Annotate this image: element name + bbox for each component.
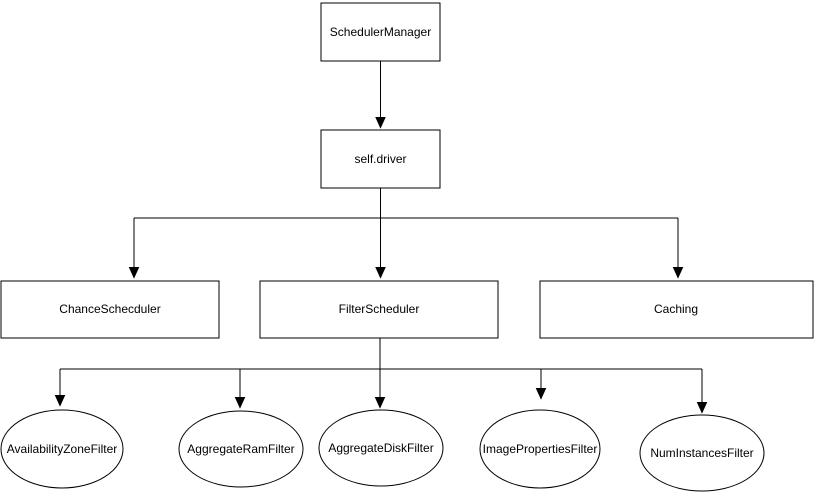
node-scheduler-manager-label: SchedulerManager bbox=[330, 25, 431, 39]
node-aggregate-disk-filter-ellipse bbox=[318, 409, 444, 487]
node-scheduler-manager: SchedulerManager bbox=[320, 2, 441, 62]
node-aggregate-disk-filter: AggregateDiskFilter bbox=[318, 409, 444, 487]
node-aggregate-ram-filter-label: AggregateRamFilter bbox=[187, 442, 294, 456]
node-image-properties-filter-ellipse bbox=[479, 409, 601, 489]
node-caching-label: Caching bbox=[654, 302, 698, 316]
node-caching: Caching bbox=[539, 280, 814, 339]
node-filter-scheduler-label: FilterScheduler bbox=[339, 302, 420, 316]
node-availability-zone-filter-label: AvailabilityZoneFilter bbox=[7, 442, 118, 456]
node-num-instances-filter: NumInstancesFilter bbox=[639, 414, 765, 492]
node-aggregate-ram-filter-ellipse bbox=[178, 410, 304, 488]
node-filter-scheduler-box bbox=[259, 280, 499, 339]
node-image-properties-filter: ImagePropertiesFilter bbox=[479, 409, 601, 489]
node-num-instances-filter-label: NumInstancesFilter bbox=[650, 446, 753, 460]
node-scheduler-manager-box bbox=[320, 2, 441, 62]
node-chance-scheduler: ChanceSchecduler bbox=[0, 280, 220, 339]
node-self-driver-box bbox=[320, 129, 441, 189]
node-availability-zone-filter: AvailabilityZoneFilter bbox=[0, 409, 124, 489]
node-caching-box bbox=[539, 280, 814, 339]
node-self-driver: self.driver bbox=[320, 129, 441, 189]
node-aggregate-disk-filter-label: AggregateDiskFilter bbox=[328, 441, 433, 455]
node-availability-zone-filter-ellipse bbox=[0, 409, 124, 489]
edge-group bbox=[60, 61, 702, 412]
node-num-instances-filter-ellipse bbox=[639, 414, 765, 492]
node-filter-scheduler: FilterScheduler bbox=[259, 280, 499, 339]
node-aggregate-ram-filter: AggregateRamFilter bbox=[178, 410, 304, 488]
node-chance-scheduler-label: ChanceSchecduler bbox=[59, 302, 160, 316]
node-self-driver-label: self.driver bbox=[354, 152, 406, 166]
node-image-properties-filter-label: ImagePropertiesFilter bbox=[483, 442, 598, 456]
node-chance-scheduler-box bbox=[0, 280, 220, 339]
